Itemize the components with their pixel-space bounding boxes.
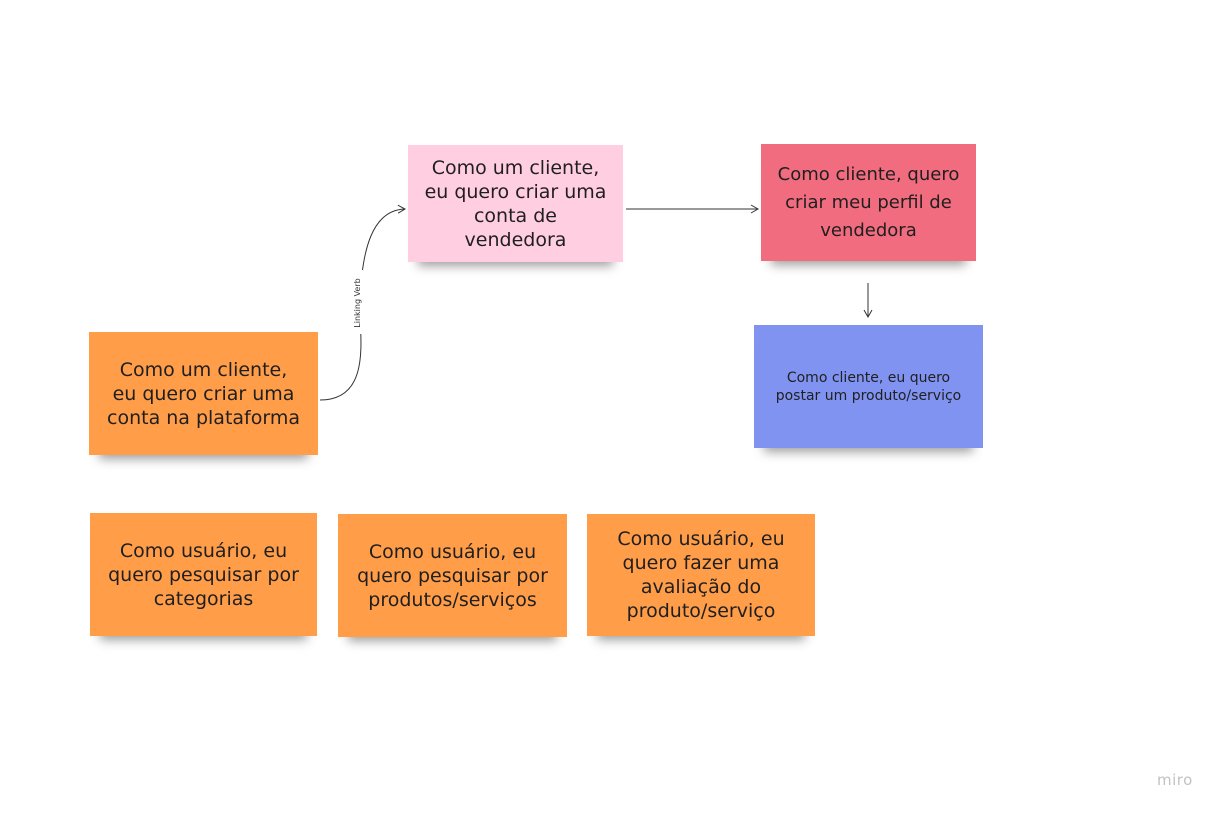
sticky-note-text: Como um cliente, eu quero criar uma cont… bbox=[424, 156, 607, 251]
sticky-note-text: Como usuário, eu quero pesquisar por cat… bbox=[108, 539, 299, 610]
sticky-note-text: Como cliente, quero criar meu perfil de … bbox=[777, 163, 960, 241]
sticky-note-text: Como usuário, eu quero pesquisar por pro… bbox=[357, 540, 548, 611]
sticky-note-text: Como um cliente, eu quero criar uma cont… bbox=[107, 358, 300, 429]
sticky-note-create-seller-profile[interactable]: Como cliente, quero criar meu perfil de … bbox=[761, 144, 976, 261]
sticky-note-rate-product[interactable]: Como usuário, eu quero fazer uma avaliaç… bbox=[587, 514, 815, 636]
sticky-note-search-products[interactable]: Como usuário, eu quero pesquisar por pro… bbox=[338, 514, 567, 637]
connector-label-background bbox=[353, 270, 367, 334]
miro-logo: miro bbox=[1157, 771, 1193, 789]
sticky-note-text: Como usuário, eu quero fazer uma avaliaç… bbox=[617, 528, 785, 622]
sticky-note-search-categories[interactable]: Como usuário, eu quero pesquisar por cat… bbox=[90, 513, 317, 636]
sticky-note-create-seller-account[interactable]: Como um cliente, eu quero criar uma cont… bbox=[408, 145, 623, 262]
connector-label[interactable]: Linking Verb bbox=[353, 278, 362, 327]
sticky-note-post-product[interactable]: Como cliente, eu quero postar um produto… bbox=[754, 325, 983, 448]
connector-platform-to-seller-account[interactable] bbox=[319, 204, 407, 401]
sticky-note-create-platform-account[interactable]: Como um cliente, eu quero criar uma cont… bbox=[89, 332, 318, 455]
sticky-note-text: Como cliente, eu quero postar um produto… bbox=[775, 369, 962, 404]
